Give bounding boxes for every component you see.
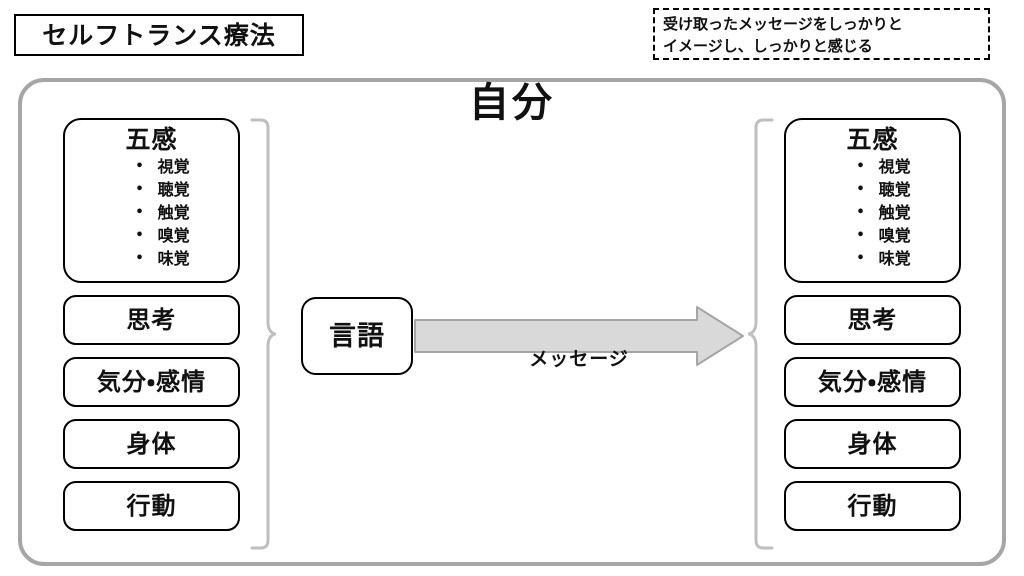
bullet-icon: •: [135, 158, 144, 174]
message-arrow-label: メッセージ: [529, 348, 629, 370]
sense-list-left: • 視覚 • 聴覚 • 触覚 • 嗅覚 • 味覚: [113, 155, 189, 270]
list-item-label: 聴覚: [878, 179, 911, 199]
list-item: • 視覚: [834, 155, 910, 178]
node-right-thought: 思考: [784, 295, 961, 345]
list-item: • 聴覚: [113, 178, 189, 201]
node-left-mood-emotion: 気分・感情: [63, 357, 240, 407]
message-arrow-icon: [414, 306, 744, 366]
node-language-label: 言語: [329, 320, 385, 352]
list-item-label: 聴覚: [157, 179, 190, 199]
list-item-label: 視覚: [157, 156, 190, 176]
node-left-body-label: 身体: [126, 429, 177, 458]
node-left-thought-label: 思考: [126, 305, 177, 334]
bullet-icon: •: [135, 204, 144, 220]
node-right-body: 身体: [784, 419, 961, 469]
annotation-note: 受け取ったメッセージをしっかりと イメージし、しっかりと感じる: [653, 8, 990, 60]
node-right-mood-emotion: 気分・感情: [784, 357, 961, 407]
node-right-thought-label: 思考: [847, 305, 898, 334]
bullet-icon: •: [135, 250, 144, 266]
node-right-behavior-label: 行動: [847, 491, 898, 520]
list-item: • 触覚: [113, 201, 189, 224]
bullet-icon: •: [856, 250, 865, 266]
bullet-icon: •: [856, 158, 865, 174]
node-left-behavior: 行動: [63, 481, 240, 531]
sense-list-right: • 視覚 • 聴覚 • 触覚 • 嗅覚 • 味覚: [834, 155, 910, 270]
list-item-label: 触覚: [157, 202, 190, 222]
list-item: • 嗅覚: [834, 224, 910, 247]
node-left-behavior-label: 行動: [126, 491, 177, 520]
column-left: 五感 • 視覚 • 聴覚 • 触覚 • 嗅覚 • 味覚 思考 気分・感情 身体 行動: [63, 118, 240, 531]
list-item: • 触覚: [834, 201, 910, 224]
list-item-label: 味覚: [878, 248, 911, 268]
bullet-icon: •: [856, 181, 865, 197]
annotation-note-line-1: 受け取ったメッセージをしっかりと: [663, 15, 903, 33]
list-item: • 視覚: [113, 155, 189, 178]
list-item-label: 視覚: [878, 156, 911, 176]
list-item: • 味覚: [834, 247, 910, 270]
title-chip-label: セルフトランス療法: [42, 20, 276, 50]
list-item: • 嗅覚: [113, 224, 189, 247]
list-item: • 聴覚: [834, 178, 910, 201]
list-item: • 味覚: [113, 247, 189, 270]
title-chip: セルフトランス療法: [14, 14, 304, 56]
brace-right-icon: [748, 118, 774, 550]
list-item-label: 嗅覚: [878, 225, 911, 245]
node-left-mood-emotion-label: 気分・感情: [96, 367, 207, 396]
bullet-icon: •: [135, 181, 144, 197]
node-right-five-senses-label: 五感: [846, 125, 899, 154]
bullet-icon: •: [856, 204, 865, 220]
list-item-label: 触覚: [878, 202, 911, 222]
page-title: 自分: [469, 80, 555, 126]
node-left-five-senses-label: 五感: [125, 125, 178, 154]
node-right-body-label: 身体: [847, 429, 898, 458]
bullet-icon: •: [135, 227, 144, 243]
brace-left-icon: [250, 118, 276, 550]
bullet-icon: •: [856, 227, 865, 243]
node-left-body: 身体: [63, 419, 240, 469]
node-right-five-senses: 五感 • 視覚 • 聴覚 • 触覚 • 嗅覚 • 味覚: [784, 118, 961, 283]
node-left-thought: 思考: [63, 295, 240, 345]
node-right-behavior: 行動: [784, 481, 961, 531]
annotation-note-line-2: イメージし、しっかりと感じる: [663, 37, 873, 55]
node-right-mood-emotion-label: 気分・感情: [817, 367, 928, 396]
node-left-five-senses: 五感 • 視覚 • 聴覚 • 触覚 • 嗅覚 • 味覚: [63, 118, 240, 283]
list-item-label: 味覚: [157, 248, 190, 268]
column-right: 五感 • 視覚 • 聴覚 • 触覚 • 嗅覚 • 味覚 思考 気分・感情 身体 行動: [784, 118, 961, 531]
node-language: 言語: [301, 297, 413, 375]
list-item-label: 嗅覚: [157, 225, 190, 245]
